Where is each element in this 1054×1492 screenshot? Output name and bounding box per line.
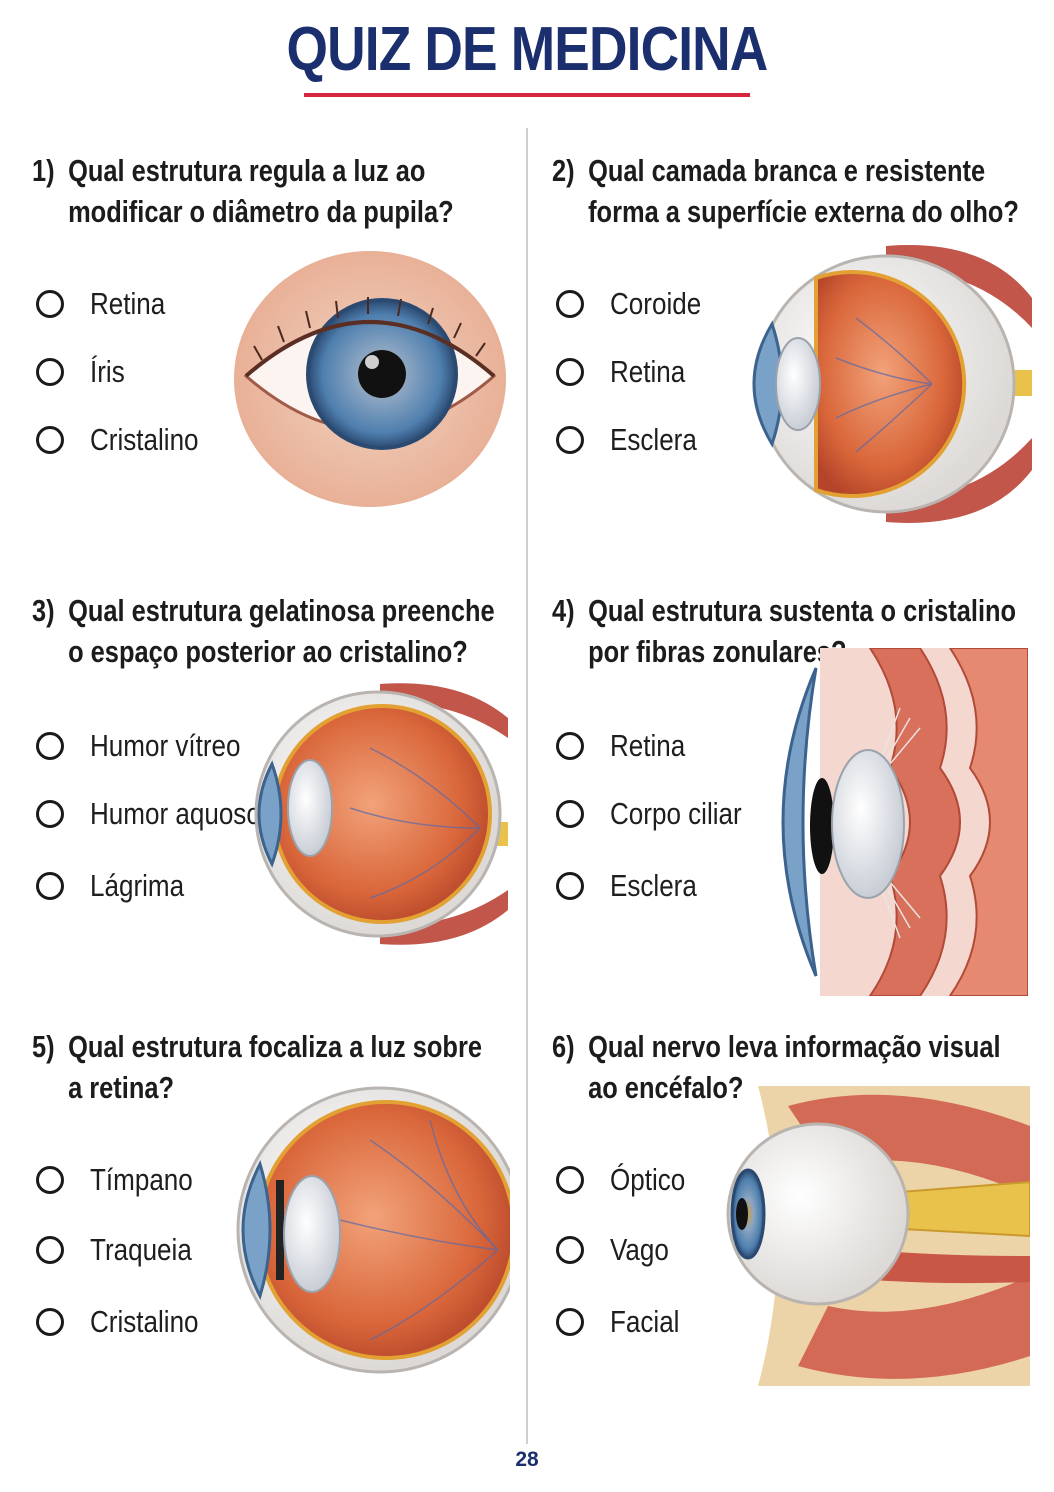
option-optico[interactable]: Óptico xyxy=(556,1160,816,1200)
question-2: 2)Qual camada branca e resistente forma … xyxy=(552,150,1052,590)
lens-focus-illustration xyxy=(236,1086,510,1374)
radio-button[interactable] xyxy=(556,1236,584,1264)
radio-button[interactable] xyxy=(556,1166,584,1194)
option-retina[interactable]: Retina xyxy=(556,352,816,392)
question-text: 6)Qual nervo leva informação visual ao e… xyxy=(552,1029,1001,1105)
option-lagrima[interactable]: Lágrima xyxy=(36,866,296,906)
eyeball-sclera-illustration xyxy=(752,245,1032,523)
option-coroide[interactable]: Coroide xyxy=(556,284,816,324)
option-timpano[interactable]: Tímpano xyxy=(36,1160,296,1200)
radio-button[interactable] xyxy=(36,1166,64,1194)
question-text: 3)Qual estrutura gelatinosa preenche o e… xyxy=(32,593,495,669)
ciliary-body-illustration xyxy=(781,648,1028,996)
option-retina[interactable]: Retina xyxy=(36,284,296,324)
radio-button[interactable] xyxy=(36,1236,64,1264)
option-esclera[interactable]: Esclera xyxy=(556,420,816,460)
option-retina[interactable]: Retina xyxy=(556,726,816,766)
radio-button[interactable] xyxy=(36,426,64,454)
radio-button[interactable] xyxy=(36,732,64,760)
option-humor-aquoso[interactable]: Humor aquoso xyxy=(36,794,296,834)
question-6: 6)Qual nervo leva informação visual ao e… xyxy=(552,1026,1052,1466)
option-corpo-ciliar[interactable]: Corpo ciliar xyxy=(556,794,816,834)
radio-button[interactable] xyxy=(556,872,584,900)
external-eye-illustration xyxy=(234,251,506,507)
page-number: 28 xyxy=(515,1448,539,1471)
option-facial[interactable]: Facial xyxy=(556,1302,816,1342)
radio-button[interactable] xyxy=(556,800,584,828)
option-esclera[interactable]: Esclera xyxy=(556,866,816,906)
radio-button[interactable] xyxy=(556,426,584,454)
option-humor-vitreo[interactable]: Humor vítreo xyxy=(36,726,296,766)
option-traqueia[interactable]: Traqueia xyxy=(36,1230,296,1270)
question-text: 4)Qual estrutura sustenta o cristalino p… xyxy=(552,593,1017,669)
radio-button[interactable] xyxy=(556,290,584,318)
question-3: 3)Qual estrutura gelatinosa preenche o e… xyxy=(32,590,532,1030)
option-cristalino[interactable]: Cristalino xyxy=(36,420,296,460)
radio-button[interactable] xyxy=(556,732,584,760)
radio-button[interactable] xyxy=(36,800,64,828)
page-title: QUIZ DE MEDICINA xyxy=(286,15,769,84)
question-text: 2)Qual camada branca e resistente forma … xyxy=(552,153,1019,229)
option-vago[interactable]: Vago xyxy=(556,1230,816,1270)
question-text: 5)Qual estrutura focaliza a luz sobre a … xyxy=(32,1029,482,1105)
option-cristalino[interactable]: Cristalino xyxy=(36,1302,296,1342)
radio-button[interactable] xyxy=(36,358,64,386)
radio-button[interactable] xyxy=(556,1308,584,1336)
question-text: 1)Qual estrutura regula a luz ao modific… xyxy=(32,153,454,229)
title-underline xyxy=(304,93,750,97)
radio-button[interactable] xyxy=(36,1308,64,1336)
question-1: 1)Qual estrutura regula a luz ao modific… xyxy=(32,150,532,590)
radio-button[interactable] xyxy=(36,290,64,318)
question-4: 4)Qual estrutura sustenta o cristalino p… xyxy=(552,590,1052,1030)
column-divider xyxy=(526,128,528,1444)
option-iris[interactable]: Íris xyxy=(36,352,296,392)
optic-nerve-illustration xyxy=(726,1086,1030,1386)
question-5: 5)Qual estrutura focaliza a luz sobre a … xyxy=(32,1026,532,1466)
radio-button[interactable] xyxy=(556,358,584,386)
radio-button[interactable] xyxy=(36,872,64,900)
vitreous-humor-illustration xyxy=(254,683,508,945)
